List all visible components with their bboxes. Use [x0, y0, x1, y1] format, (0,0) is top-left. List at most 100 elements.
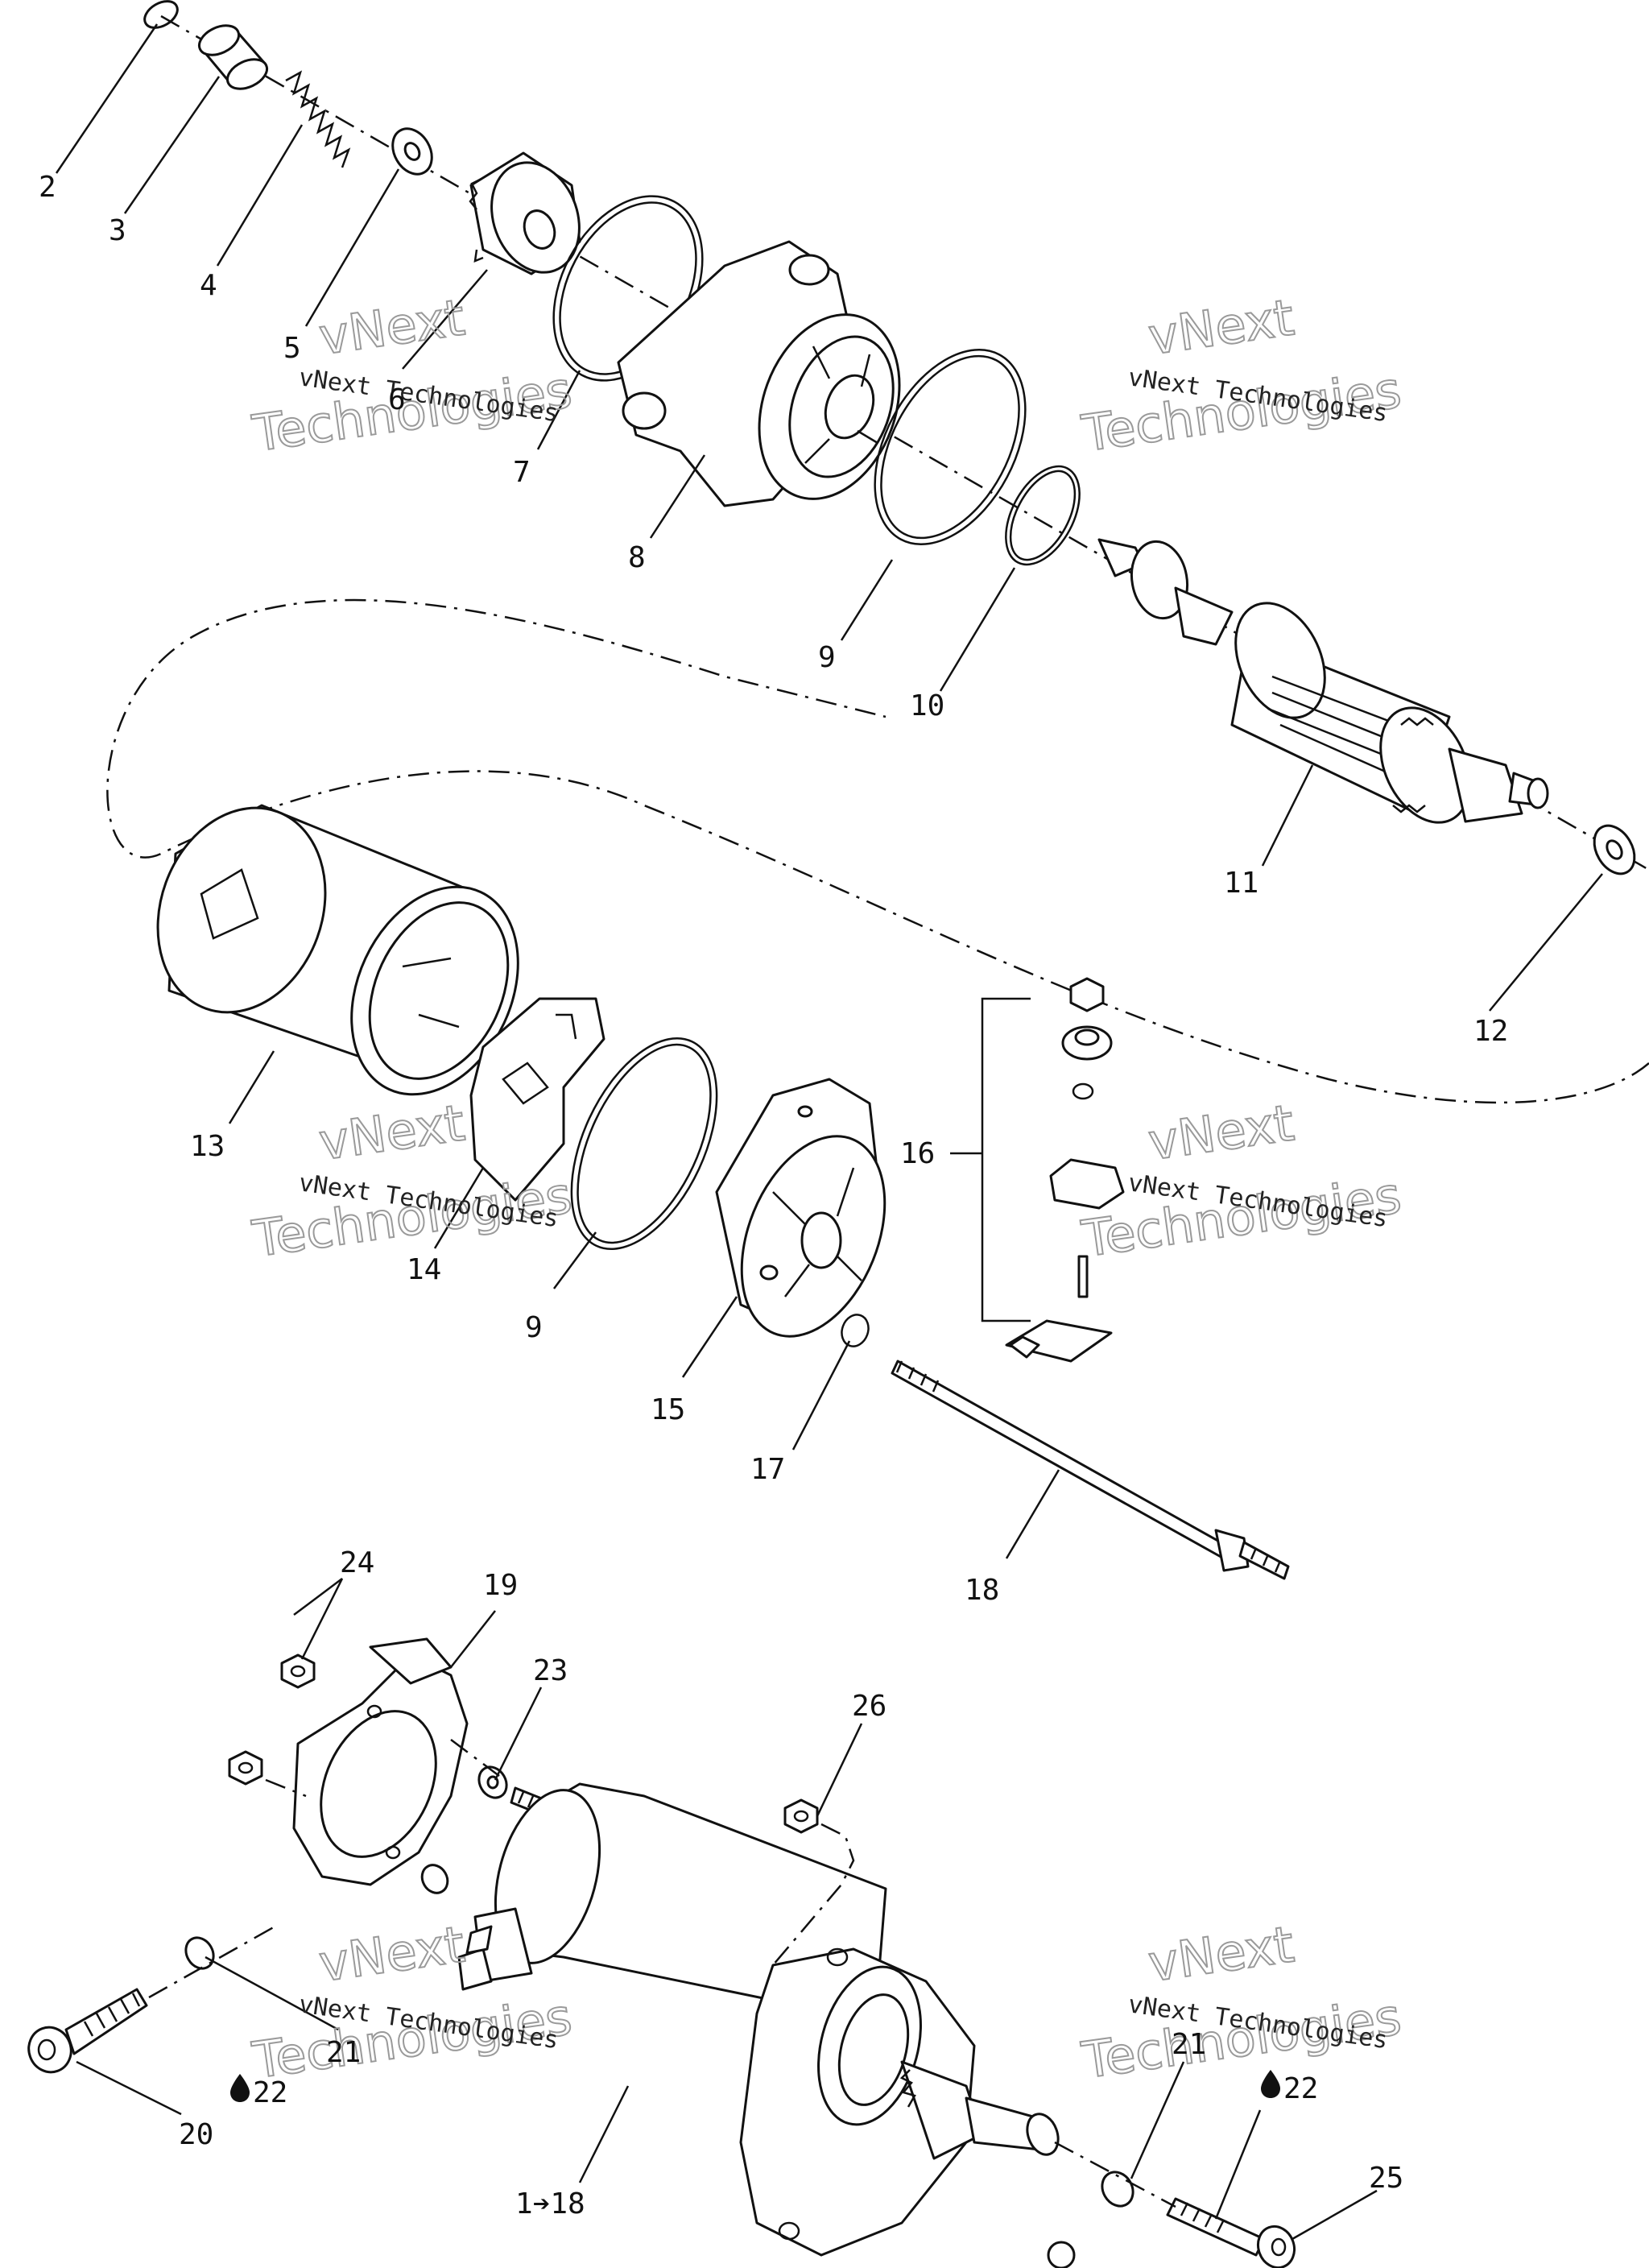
- leader-25: [1292, 2189, 1378, 2241]
- starter-motor-body: [457, 1782, 1060, 2257]
- leader-5: [304, 168, 400, 327]
- dash-23: [450, 1739, 500, 1777]
- part-12-washer: [1593, 824, 1636, 875]
- callout-7: 7: [513, 456, 531, 489]
- leader-24-top: [293, 1578, 343, 1616]
- callout-18: 18: [965, 1574, 999, 1607]
- svg-text:22: 22: [253, 2076, 287, 2109]
- callout-26: 26: [852, 1690, 886, 1723]
- leader-24: [300, 1578, 344, 1660]
- callout-22-left: 22: [230, 2074, 287, 2109]
- part-25-bolt: [1166, 2197, 1296, 2268]
- leader-3: [123, 76, 221, 214]
- part-2-snap-ring: [143, 0, 179, 29]
- part-21-washer-left: [184, 1936, 215, 1970]
- part-4-spring: [285, 70, 351, 168]
- dash-26: [772, 1823, 855, 1966]
- callout-22-right: 22: [1261, 2070, 1318, 2105]
- part-10-o-ring: [1005, 465, 1081, 566]
- leader-18: [1005, 1469, 1060, 1559]
- leader-23: [494, 1687, 543, 1781]
- part-17-o-ring: [841, 1314, 870, 1347]
- leader-8: [649, 454, 706, 539]
- callout-10: 10: [910, 689, 944, 722]
- bracket-16: [981, 997, 1031, 1322]
- watermark-bottom-right: vNext Technologies vNext Technologies: [1077, 1914, 1406, 2091]
- leader-12: [1489, 873, 1603, 1012]
- leader-9b: [552, 1231, 597, 1289]
- top-assembly: [55, 0, 1649, 1012]
- callout-25: 25: [1369, 2162, 1403, 2195]
- part-26-nut: [783, 1798, 819, 1834]
- part-11-armature: [1097, 538, 1549, 824]
- bottom-assembly: [27, 1578, 1378, 2268]
- callout-16: 16: [900, 1137, 935, 1170]
- leader-6: [402, 269, 488, 370]
- callout-2: 2: [39, 171, 56, 204]
- part-23-washer: [477, 1765, 508, 1799]
- callout-21-right: 21: [1172, 2028, 1206, 2061]
- part-6-drive-pinion: [469, 151, 581, 275]
- leader-20: [76, 2060, 182, 2116]
- callout-labels: 2 3 4 5 6 7 8 9 10 11 12 13 14 9 15 16 1…: [39, 171, 1508, 2220]
- leader-21b: [1130, 2061, 1185, 2179]
- watermark-line1: vNext: [316, 1914, 469, 1993]
- callout-9-lower: 9: [525, 1311, 543, 1344]
- watermark-line1: vNext: [1145, 288, 1298, 366]
- part-15-rear-housing: [715, 1078, 886, 1338]
- leader-13: [228, 1050, 275, 1124]
- drop-icon: [1261, 2070, 1280, 2098]
- part-24-nut-upper: [280, 1653, 316, 1689]
- callout-19: 19: [483, 1569, 518, 1602]
- leader-11: [1261, 764, 1314, 867]
- leader-17: [791, 1340, 851, 1451]
- part-8-front-housing: [617, 240, 901, 507]
- callout-4: 4: [200, 269, 217, 302]
- part-9-o-ring-upper: [874, 348, 1027, 546]
- dash-24: [265, 1778, 307, 1798]
- leader-22b: [1214, 2109, 1262, 2220]
- part-18-through-bolt: [891, 1360, 1290, 1580]
- leader-4: [216, 124, 304, 267]
- middle-assembly: [156, 804, 1290, 1580]
- callout-6: 6: [388, 383, 406, 416]
- leader-18b: [578, 2085, 630, 2183]
- leader-21a: [205, 1956, 339, 2031]
- callout-21-left: 21: [326, 2036, 361, 2069]
- part-21-washer-bottom: [1047, 2241, 1076, 2268]
- drop-icon: [230, 2074, 250, 2102]
- callout-3: 3: [109, 214, 126, 247]
- part-3-sleeve: [197, 24, 269, 90]
- loop-dash-line: [106, 598, 1649, 1104]
- watermark-line1: vNext: [316, 1093, 469, 1171]
- leader-9a: [840, 559, 894, 641]
- part-16-terminal-kit: [950, 977, 1125, 1363]
- part-5-washer: [391, 127, 433, 176]
- callout-11: 11: [1224, 867, 1258, 900]
- leader-26: [816, 1723, 863, 1817]
- leader-14: [433, 1167, 485, 1249]
- leader-2: [55, 23, 159, 174]
- leader-19: [450, 1610, 496, 1668]
- watermark-line1: vNext: [1145, 1914, 1298, 1993]
- watermark-line1: vNext: [1145, 1093, 1298, 1171]
- callout-17: 17: [750, 1453, 785, 1486]
- callout-20: 20: [179, 2118, 213, 2151]
- watermark-line1: vNext: [316, 288, 469, 366]
- dash-20: [148, 1923, 279, 1999]
- part-20-bolt: [27, 1988, 148, 2074]
- callout-5: 5: [283, 332, 301, 365]
- svg-text:22: 22: [1283, 2072, 1318, 2105]
- callout-13: 13: [190, 1130, 225, 1163]
- leader-15: [681, 1296, 738, 1378]
- leader-7: [536, 370, 581, 450]
- leader-10: [939, 567, 1016, 692]
- watermark-top-left: vNext Technologies vNext Technologies: [248, 287, 577, 464]
- watermark-top-right: vNext Technologies vNext Technologies: [1077, 287, 1406, 464]
- part-23-washer-lower: [420, 1864, 449, 1894]
- part-19-bracket: [292, 1637, 469, 1886]
- callout-9-upper: 9: [818, 641, 836, 674]
- callout-15: 15: [651, 1393, 685, 1426]
- part-9-o-ring-lower: [570, 1037, 718, 1251]
